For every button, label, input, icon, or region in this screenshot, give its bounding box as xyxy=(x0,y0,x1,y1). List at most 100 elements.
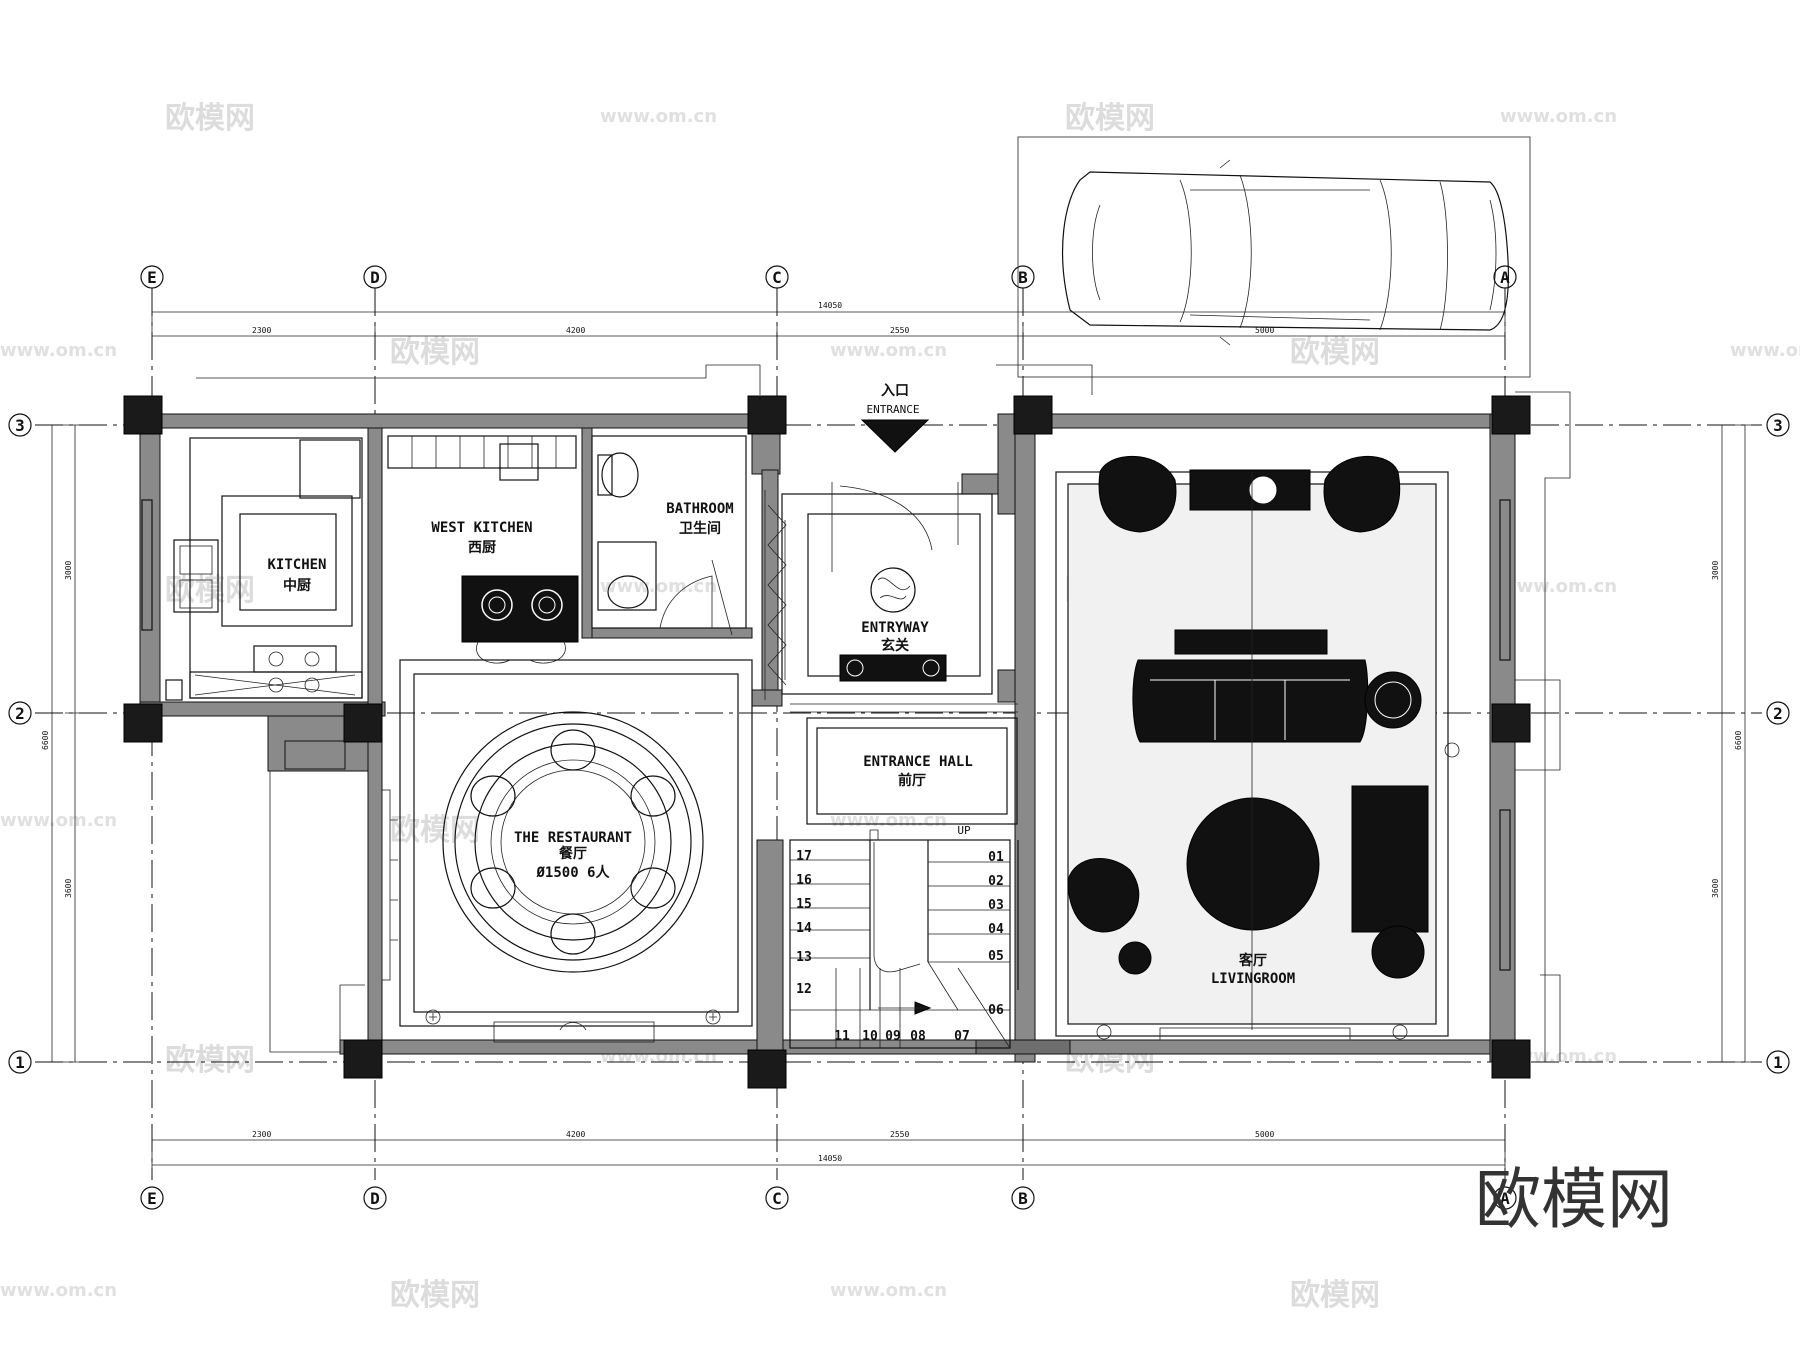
tv-bench xyxy=(1174,629,1328,655)
room-label-kitchen-zh: 中厨 xyxy=(283,577,311,594)
watermark-brand: 欧模网 xyxy=(1065,101,1155,136)
entrance-hall-room: ENTRANCE HALL 前厅 xyxy=(790,703,1018,825)
armchairs xyxy=(1098,455,1401,533)
room-label-entrance-hall: ENTRANCE HALL xyxy=(863,754,973,770)
vanity xyxy=(597,541,657,611)
entrance-hall-rug xyxy=(806,717,1018,825)
staircase: UP 01 02 03 04 05 17 16 15 14 13 12 11 1… xyxy=(789,824,1019,1049)
coffee-table xyxy=(1186,797,1320,931)
svg-text:A: A xyxy=(1500,268,1510,287)
brand-logo-text: 欧模网 xyxy=(1475,1161,1673,1238)
kitchen-window xyxy=(141,499,153,631)
stair-step-number: 01 xyxy=(988,850,1004,865)
watermark-url: www.om.cn xyxy=(1500,576,1617,597)
watermark-url: www.om.cn xyxy=(600,106,717,127)
living-room: 客厅 LIVINGROOM xyxy=(1055,455,1511,1041)
dining-table-spec: Ø1500 6人 xyxy=(535,864,610,881)
watermark-brand: 欧模网 xyxy=(390,813,480,848)
grid-bubble-3-left: 3 xyxy=(8,413,32,437)
column xyxy=(747,395,787,435)
grid-bubble-b-top: B xyxy=(1011,265,1035,289)
wall-top-right xyxy=(1014,413,1516,429)
stair-step-number: 13 xyxy=(796,950,812,965)
room-label-entryway: ENTRYWAY xyxy=(861,620,929,636)
dining-window xyxy=(381,789,391,981)
wall-entry-stub xyxy=(751,689,783,707)
wall-bathroom-left xyxy=(581,427,593,639)
sofa xyxy=(1132,659,1369,743)
wall-bathroom-bottom xyxy=(591,627,753,639)
dimension-segment: 3600 xyxy=(64,879,73,898)
bar-counter xyxy=(461,575,579,643)
grid-bubble-d-bottom: D xyxy=(363,1186,387,1210)
column xyxy=(123,703,163,743)
ceiling-lights xyxy=(425,1009,721,1025)
svg-text:D: D xyxy=(370,1189,380,1208)
svg-text:B: B xyxy=(1018,268,1028,287)
room-label-bathroom-zh: 卫生间 xyxy=(679,520,721,537)
dimension-right: 3000 3600 6600 xyxy=(1711,424,1755,1063)
wall-left xyxy=(139,413,161,715)
entrance-label: ENTRANCE xyxy=(867,403,920,416)
dimension-total: 14050 xyxy=(818,1154,842,1163)
svg-text:2: 2 xyxy=(15,704,25,723)
stair-step-number: 02 xyxy=(988,874,1004,889)
dimension-segment: 3000 xyxy=(1711,561,1720,580)
svg-text:A: A xyxy=(1500,1189,1510,1208)
column xyxy=(1491,1039,1531,1079)
west-kitchen-room: WEST KITCHEN 西厨 xyxy=(387,435,579,664)
lounge-chair xyxy=(1067,858,1140,933)
room-label-living-zh: 客厅 xyxy=(1238,952,1267,969)
parking-space xyxy=(1017,136,1531,378)
watermark-url: www.om.cn xyxy=(830,810,947,831)
dimension-segment: 2300 xyxy=(252,1130,271,1139)
column xyxy=(123,395,163,435)
side-table xyxy=(1364,671,1422,729)
grid-bubble-c-top: C xyxy=(765,265,789,289)
grid-bubble-e-bottom: E xyxy=(140,1186,164,1210)
sink xyxy=(173,539,219,613)
room-label-entrance-hall-zh: 前厅 xyxy=(898,772,926,789)
fireplace xyxy=(1159,1027,1351,1041)
dining-ceiling-panel xyxy=(399,659,753,1027)
stair-step-number: 07 xyxy=(954,1029,970,1044)
grid-bubble-b-bottom: B xyxy=(1011,1186,1035,1210)
watermark-url: www.om.cn xyxy=(830,340,947,361)
bathroom-room: BATHROOM 卫生间 xyxy=(591,435,747,636)
wall-bottom-door xyxy=(975,1039,1071,1055)
dining-rug xyxy=(442,711,704,973)
wall-kitchen-partition xyxy=(367,427,383,719)
dining-table xyxy=(490,759,656,925)
watermark-url: www.om.cn xyxy=(1730,340,1800,361)
dimension-segment: 4200 xyxy=(566,326,585,335)
plant-icon xyxy=(1248,475,1278,505)
grid-bubble-2-right: 2 xyxy=(1766,701,1790,725)
watermark-brand: 欧模网 xyxy=(165,101,255,136)
room-label-entryway-zh: 玄关 xyxy=(881,637,909,654)
column xyxy=(343,703,383,743)
dimension-segment: 4200 xyxy=(566,1130,585,1139)
grid-bubble-3-right: 3 xyxy=(1766,413,1790,437)
fridge xyxy=(299,439,361,499)
chaise-lounge xyxy=(1351,785,1429,933)
column xyxy=(747,1049,787,1089)
sideboard xyxy=(493,1021,655,1043)
stair-step-number: 12 xyxy=(796,982,812,997)
room-label-bathroom: BATHROOM xyxy=(666,501,733,517)
room-label-west-kitchen-zh: 西厨 xyxy=(468,540,496,556)
bar-stools xyxy=(476,641,566,664)
grid-bubble-1-left: 1 xyxy=(8,1050,32,1074)
watermark-url: www.om.cn xyxy=(0,340,117,361)
column xyxy=(1491,395,1531,435)
front-door-swing xyxy=(839,485,933,551)
entry-medallion xyxy=(870,567,916,613)
svg-text:3: 3 xyxy=(15,416,25,435)
grid-bubble-1-right: 1 xyxy=(1766,1050,1790,1074)
watermark-url: www.om.cn xyxy=(600,576,717,597)
dimension-segment: 3600 xyxy=(1711,879,1720,898)
stair-step-number: 15 xyxy=(796,897,812,912)
svg-text:E: E xyxy=(147,268,157,287)
structural-columns xyxy=(123,395,1531,1089)
watermark-brand: 欧模网 xyxy=(390,1278,480,1313)
